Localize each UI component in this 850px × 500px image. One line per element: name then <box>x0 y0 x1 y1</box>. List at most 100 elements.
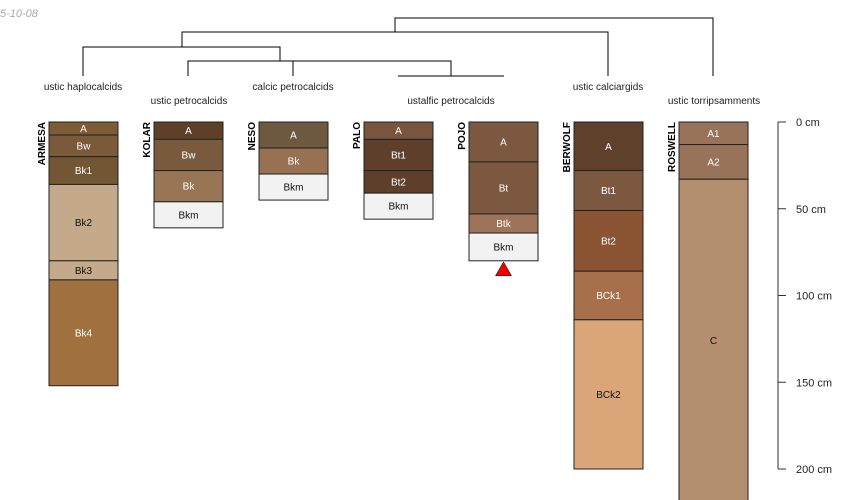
horizon-rect <box>468 161 539 215</box>
horizon-label: BCk2 <box>596 390 621 401</box>
taxon-labels: ustic haplocalcids ustic petrocalcids ca… <box>44 82 760 107</box>
horizon: A <box>363 121 434 140</box>
horizon: Bkm <box>468 232 539 262</box>
scale-tick-label: 50 cm <box>796 204 826 216</box>
horizon-label: Bkm <box>389 202 409 213</box>
horizon-label: A <box>500 137 507 148</box>
horizon: Bk2 <box>48 183 119 262</box>
horizon-rect <box>468 121 539 163</box>
horizon-label: A <box>185 126 192 137</box>
horizon-label: Bk4 <box>75 328 93 339</box>
horizon-label: Btk <box>496 219 511 230</box>
horizon-label: A <box>80 124 87 135</box>
profile-name: PALO <box>352 122 363 149</box>
horizon-label: Bkm <box>179 210 199 221</box>
horizon-label: Bk1 <box>75 166 93 177</box>
horizon: Bk1 <box>48 156 119 185</box>
horizon-label: A <box>605 142 612 153</box>
horizon-label: Bk <box>288 157 301 168</box>
horizon-rect <box>573 270 644 321</box>
horizon: Btk <box>468 213 539 234</box>
horizon-label: Bk <box>183 182 196 193</box>
horizon-label: Bt2 <box>601 236 616 247</box>
horizon: A <box>258 121 329 149</box>
horizon-rect <box>258 121 329 149</box>
horizon-rect <box>153 201 224 229</box>
profile-name: POJO <box>457 122 468 150</box>
profile-name: ROSWELL <box>667 122 678 172</box>
horizon-rect <box>48 183 119 262</box>
taxon-label: ustic petrocalcids <box>151 96 228 107</box>
horizon-rect <box>153 138 224 172</box>
horizon: Bk <box>258 147 329 175</box>
horizon: BCk2 <box>573 319 644 470</box>
horizon-rect <box>258 173 329 201</box>
horizon-label: Bw <box>77 141 92 152</box>
horizon: A <box>48 121 119 136</box>
horizon-rect <box>573 170 644 211</box>
date-label: 5-10-08 <box>0 8 39 20</box>
horizon: Bt2 <box>363 170 434 194</box>
horizon-label: Bt1 <box>601 186 616 197</box>
scale-tick-label: 100 cm <box>796 291 832 303</box>
horizon: Bkm <box>258 173 329 201</box>
taxon-label: ustic torripsamments <box>668 96 760 107</box>
horizon: A <box>573 121 644 172</box>
horizon: Bt1 <box>363 138 434 172</box>
horizon-label: Bkm <box>284 183 304 194</box>
horizon-rect <box>573 121 644 172</box>
horizon: A2 <box>678 144 749 180</box>
horizon: A <box>468 121 539 163</box>
horizon-label: Bt <box>499 183 509 194</box>
horizon: Bt <box>468 161 539 215</box>
horizon: Bkm <box>153 201 224 229</box>
horizon-label: Bt2 <box>391 177 406 188</box>
horizon-label: Bk2 <box>75 218 93 229</box>
profile-name: NESO <box>247 122 258 151</box>
horizon: BCk1 <box>573 270 644 321</box>
horizon-label: Bk3 <box>75 266 93 277</box>
horizon-label: A1 <box>707 129 720 140</box>
horizon-rect <box>48 279 119 387</box>
horizon-label: BCk1 <box>596 291 621 302</box>
horizon-label: A <box>395 126 402 137</box>
horizon-label: C <box>710 336 717 347</box>
horizon-rect <box>363 138 434 172</box>
profile-name: ARMESA <box>37 122 48 165</box>
horizon: Bk3 <box>48 260 119 281</box>
horizon-rect <box>468 232 539 262</box>
taxon-label: ustic haplocalcids <box>44 82 122 93</box>
horizon: Bt2 <box>573 209 644 272</box>
horizon: Bk4 <box>48 279 119 387</box>
profile-name: BERWOLF <box>562 122 573 172</box>
horizon-rect <box>573 319 644 470</box>
horizon: C <box>678 178 749 500</box>
horizon: A1 <box>678 121 749 146</box>
taxon-label: ustic calciargids <box>573 82 644 93</box>
taxon-label: ustalfic petrocalcids <box>407 96 494 107</box>
scale-tick-label: 200 cm <box>796 464 832 476</box>
horizon: Bkm <box>363 192 434 220</box>
dendrogram <box>82 17 714 77</box>
horizon-rect <box>573 209 644 272</box>
restriction-marker-icon <box>495 261 512 277</box>
horizon-rect <box>678 144 749 180</box>
horizon-rect <box>678 178 749 500</box>
horizon-label: A2 <box>707 157 720 168</box>
horizon-rect <box>363 192 434 220</box>
horizon-label: Bw <box>182 150 197 161</box>
profile-name: KOLAR <box>142 121 153 157</box>
horizon: Bw <box>48 134 119 158</box>
horizon: Bw <box>153 138 224 172</box>
taxon-label: calcic petrocalcids <box>252 82 333 93</box>
horizon: Bt1 <box>573 170 644 211</box>
